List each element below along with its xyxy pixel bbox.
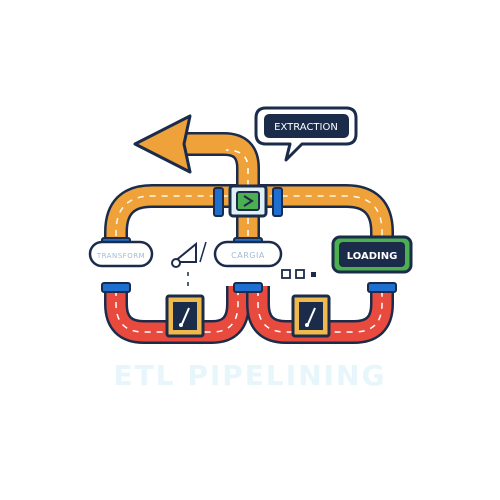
center-valve-icon — [228, 184, 268, 218]
arrow-head-icon — [133, 114, 192, 174]
transform-stage: TRANSFORM — [88, 240, 154, 268]
funnel-sketch-icon — [171, 241, 207, 286]
transform-label: TRANSFORM — [96, 252, 145, 260]
data-blocks-icon — [281, 269, 316, 279]
gauge-right-icon — [291, 294, 331, 338]
gauge-left-icon — [165, 294, 205, 338]
extraction-label: EXTRACTION — [274, 122, 338, 133]
loading-label: LOADING — [347, 251, 398, 262]
cargo-stage: CARGIA — [213, 240, 283, 268]
cargo-label: CARGIA — [231, 251, 265, 260]
extraction-bubble: EXTRACTION — [254, 106, 358, 162]
loading-stage: LOADING — [331, 235, 413, 274]
diagram-title: ETL PIPELINING — [114, 359, 387, 392]
return-arrow — [133, 114, 260, 200]
